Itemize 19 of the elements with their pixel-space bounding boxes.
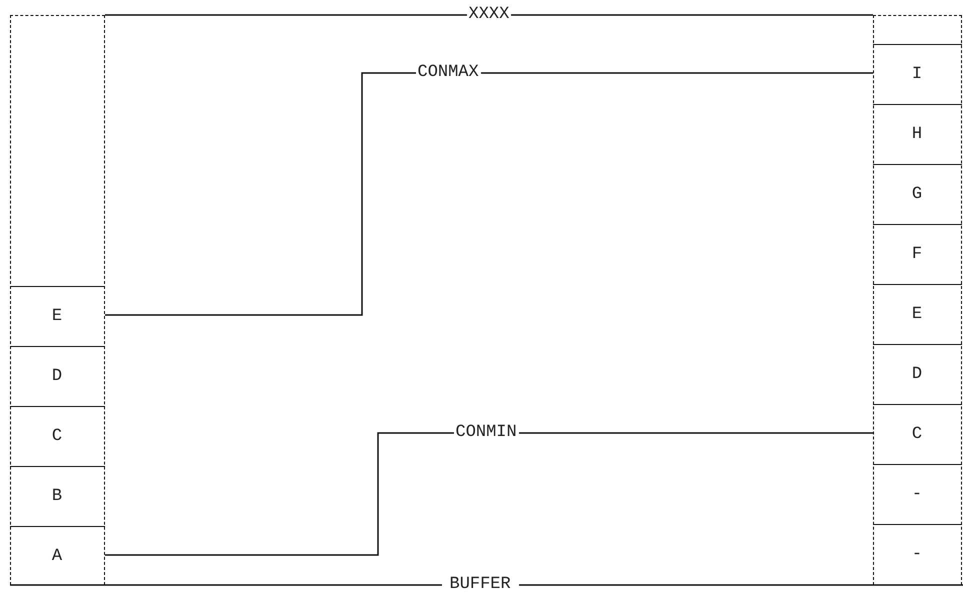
cell-text: D <box>52 367 62 386</box>
connector-line <box>105 14 873 16</box>
stack-frame <box>873 15 962 585</box>
connector-line <box>105 72 873 316</box>
cell-text: A <box>52 547 62 566</box>
cell-text: C <box>912 425 922 444</box>
stack-frame <box>10 15 105 585</box>
cell-text: D <box>912 365 922 384</box>
cell-text: F <box>912 245 922 264</box>
cell-text: H <box>912 125 922 144</box>
cell-text: E <box>912 305 922 324</box>
cell-text: G <box>912 185 922 204</box>
cell-text: I <box>912 65 922 84</box>
cell-text: - <box>912 545 922 564</box>
cell-text: C <box>52 427 62 446</box>
cell-text: - <box>912 485 922 504</box>
connector-line <box>105 432 873 556</box>
cell-text: E <box>52 307 62 326</box>
cell-text: B <box>52 487 62 506</box>
